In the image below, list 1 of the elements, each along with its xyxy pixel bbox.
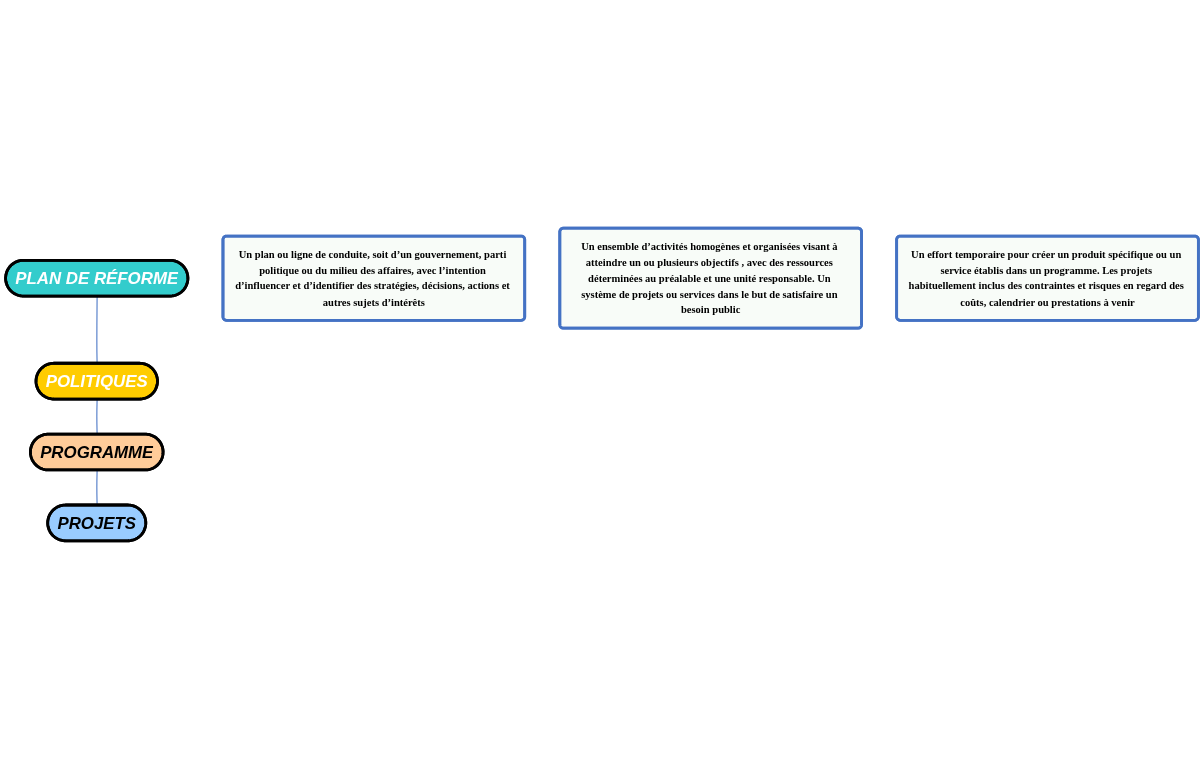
connector (96, 469, 98, 506)
